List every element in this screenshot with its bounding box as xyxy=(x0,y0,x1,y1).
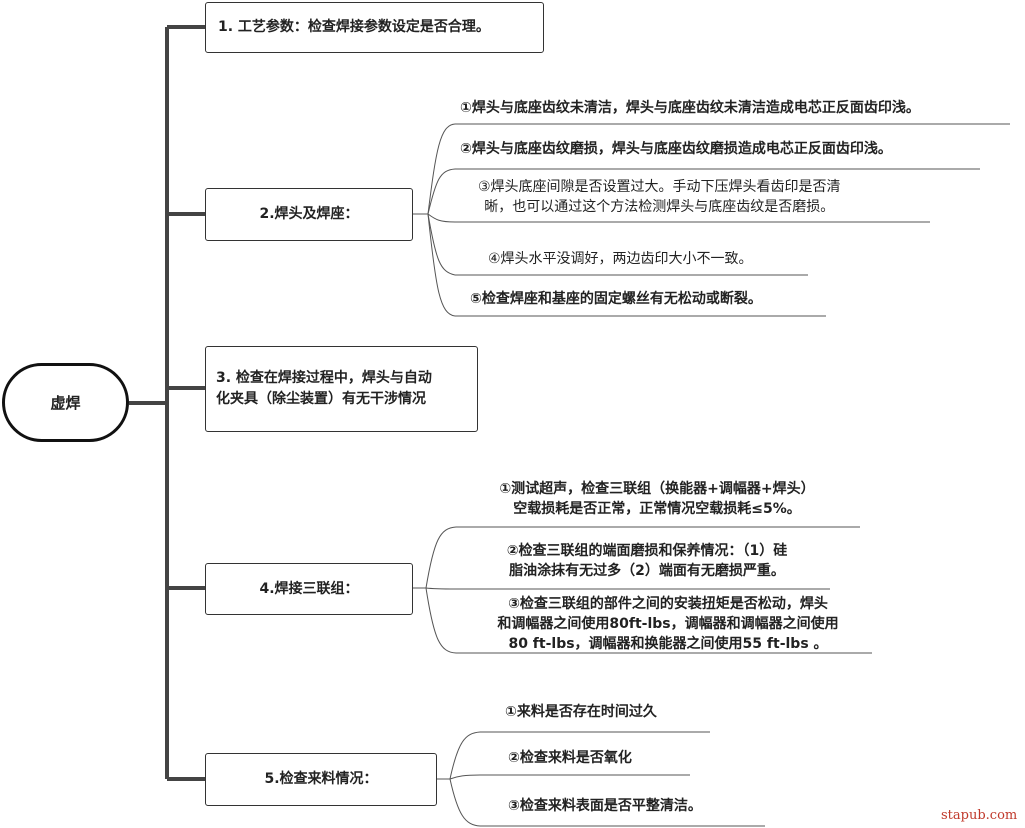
leaf-5-2-line-1: ②检查来料是否氧化 xyxy=(508,750,632,766)
leaf-4-1: ①测试超声，检查三联组（换能器+调幅器+焊头） 空载损耗是否正常，正常情况空载损… xyxy=(472,479,842,519)
leaf-5-3: ③检查来料表面是否平整清洁。 xyxy=(508,796,702,816)
leaf-4-3-line-3: 80 ft-lbs，调幅器和换能器之间使用55 ft-lbs 。 xyxy=(508,636,828,652)
leaf-2-1-line-1: ①焊头与底座齿纹未清洁，焊头与底座齿纹未清洁造成电芯正反面齿印浅。 xyxy=(460,100,920,116)
root-node[interactable]: 虚焊 xyxy=(2,363,129,442)
leaf-2-4: ④焊头水平没调好，两边齿印大小不一致。 xyxy=(488,249,753,269)
leaf-4-1-line-1: ①测试超声，检查三联组（换能器+调幅器+焊头） xyxy=(499,481,815,497)
leaf-4-3-line-1: ③检查三联组的部件之间的安装扭矩是否松动，焊头 xyxy=(508,596,828,612)
leaf-2-3-line-1: ③焊头底座间隙是否设置过大。手动下压焊头看齿印是否清 xyxy=(478,179,841,195)
leaf-4-3-line-2: 和调幅器之间使用80ft-lbs，调幅器和调幅器之间使用 xyxy=(497,616,839,632)
branch-1-node[interactable]: 1. 工艺参数：检查焊接参数设定是否合理。 xyxy=(205,2,544,53)
branch-2-label: 2.焊头及焊座： xyxy=(259,206,359,222)
branch-2-fan xyxy=(413,123,1010,317)
branch-4-node[interactable]: 4.焊接三联组： xyxy=(205,563,413,615)
leaf-4-2-line-1: ②检查三联组的端面磨损和保养情况：（1）硅 xyxy=(506,543,788,559)
leaf-5-2: ②检查来料是否氧化 xyxy=(508,748,632,768)
leaf-4-3: ③检查三联组的部件之间的安装扭矩是否松动，焊头 和调幅器之间使用80ft-lbs… xyxy=(462,594,874,654)
leaf-2-1: ①焊头与底座齿纹未清洁，焊头与底座齿纹未清洁造成电芯正反面齿印浅。 xyxy=(460,98,920,118)
leaf-5-1: ①来料是否存在时间过久 xyxy=(505,702,657,722)
leaf-2-5-line-1: ⑤检查焊座和基座的固定螺丝有无松动或断裂。 xyxy=(470,291,762,307)
branch-2-node[interactable]: 2.焊头及焊座： xyxy=(205,188,413,241)
branch-3-label-line-1: 3. 检查在焊接过程中，焊头与自动 xyxy=(216,370,432,386)
leaf-2-4-line-1: ④焊头水平没调好，两边齿印大小不一致。 xyxy=(488,251,753,267)
branch-1-label: 1. 工艺参数：检查焊接参数设定是否合理。 xyxy=(218,19,490,35)
leaf-2-3-line-2: 晰，也可以通过这个方法检测焊头与底座齿纹是否磨损。 xyxy=(484,199,835,215)
leaf-5-1-line-1: ①来料是否存在时间过久 xyxy=(505,704,657,720)
branch-5-node[interactable]: 5.检查来料情况： xyxy=(205,753,437,806)
branch-4-fan xyxy=(413,526,872,654)
watermark: stapub.com xyxy=(941,808,1018,823)
branch-3-label-line-2: 化夹具（除尘装置）有无干涉情况 xyxy=(216,391,426,407)
leaf-4-1-line-2: 空载损耗是否正常，正常情况空载损耗≤5%。 xyxy=(513,501,801,517)
leaf-2-2-line-1: ②焊头与底座齿纹磨损，焊头与底座齿纹磨损造成电芯正反面齿印浅。 xyxy=(460,141,892,157)
leaf-2-3: ③焊头底座间隙是否设置过大。手动下压焊头看齿印是否清 晰，也可以通过这个方法检测… xyxy=(478,177,841,217)
branch-4-label: 4.焊接三联组： xyxy=(259,580,359,597)
branch-5-label: 5.检查来料情况： xyxy=(264,771,378,787)
leaf-2-5: ⑤检查焊座和基座的固定螺丝有无松动或断裂。 xyxy=(470,289,762,309)
branch-5-fan xyxy=(437,731,765,827)
branch-3-node[interactable]: 3. 检查在焊接过程中，焊头与自动 化夹具（除尘装置）有无干涉情况 xyxy=(205,346,478,432)
leaf-4-2: ②检查三联组的端面磨损和保养情况：（1）硅 脂油涂抹有无过多（2）端面有无磨损严… xyxy=(466,541,828,581)
leaf-2-2: ②焊头与底座齿纹磨损，焊头与底座齿纹磨损造成电芯正反面齿印浅。 xyxy=(460,139,892,159)
leaf-5-3-line-1: ③检查来料表面是否平整清洁。 xyxy=(508,798,702,814)
leaf-4-2-line-2: 脂油涂抹有无过多（2）端面有无磨损严重。 xyxy=(509,563,785,579)
root-label: 虚焊 xyxy=(50,394,81,412)
